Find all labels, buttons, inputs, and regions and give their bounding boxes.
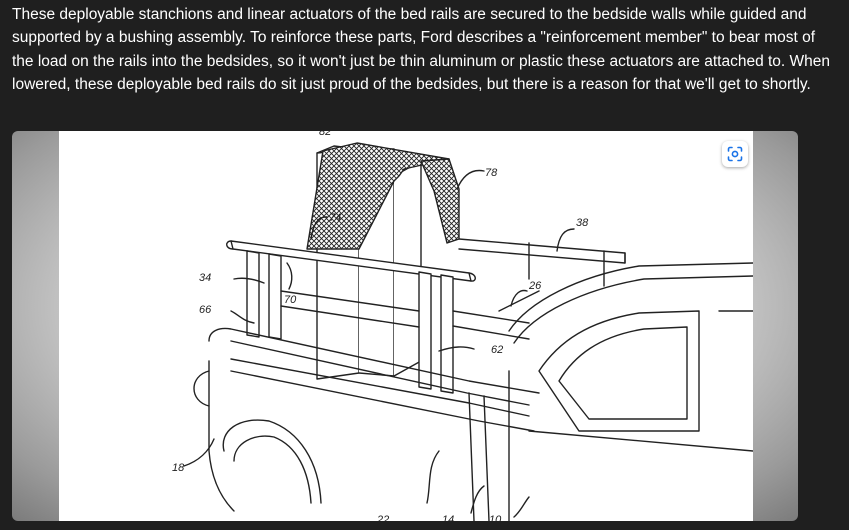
stanchion-left-b — [268, 253, 282, 340]
patent-drawing-svg: 82 78 74 38 34 70 26 66 62 18 22 14 10 — [172, 131, 753, 521]
ref-38: 38 — [576, 217, 589, 229]
ref-82: 82 — [319, 131, 331, 138]
ref-70: 70 — [284, 294, 297, 306]
ref-34: 34 — [199, 272, 211, 284]
ref-78: 78 — [485, 167, 498, 179]
ref-26: 26 — [528, 280, 542, 292]
wheel-arch — [222, 419, 322, 504]
ref-14: 14 — [442, 514, 454, 521]
rear-rail — [458, 238, 626, 264]
figure-frame: 82 78 74 38 34 70 26 66 62 18 22 14 10 — [12, 131, 798, 521]
mesh-screen-left — [306, 142, 450, 250]
ref-74: 74 — [329, 212, 341, 224]
ref-22: 22 — [376, 514, 389, 521]
stanchion-right-a — [418, 271, 432, 390]
mesh-screen-right — [420, 158, 460, 244]
ref-10: 10 — [489, 514, 502, 521]
article-paragraph: These deployable stanchions and linear a… — [12, 6, 831, 94]
ref-66: 66 — [199, 304, 212, 316]
stanchion-right-b — [440, 274, 454, 394]
ref-18: 18 — [172, 462, 185, 474]
patent-drawing: 82 78 74 38 34 70 26 66 62 18 22 14 10 — [59, 131, 753, 521]
bedside-top — [208, 327, 540, 394]
visual-search-icon — [727, 146, 743, 162]
stanchion-left-a — [246, 250, 260, 338]
visual-search-button[interactable] — [722, 141, 748, 167]
ref-62: 62 — [491, 344, 503, 356]
cab-window — [538, 310, 700, 432]
cab-roof — [508, 262, 753, 332]
